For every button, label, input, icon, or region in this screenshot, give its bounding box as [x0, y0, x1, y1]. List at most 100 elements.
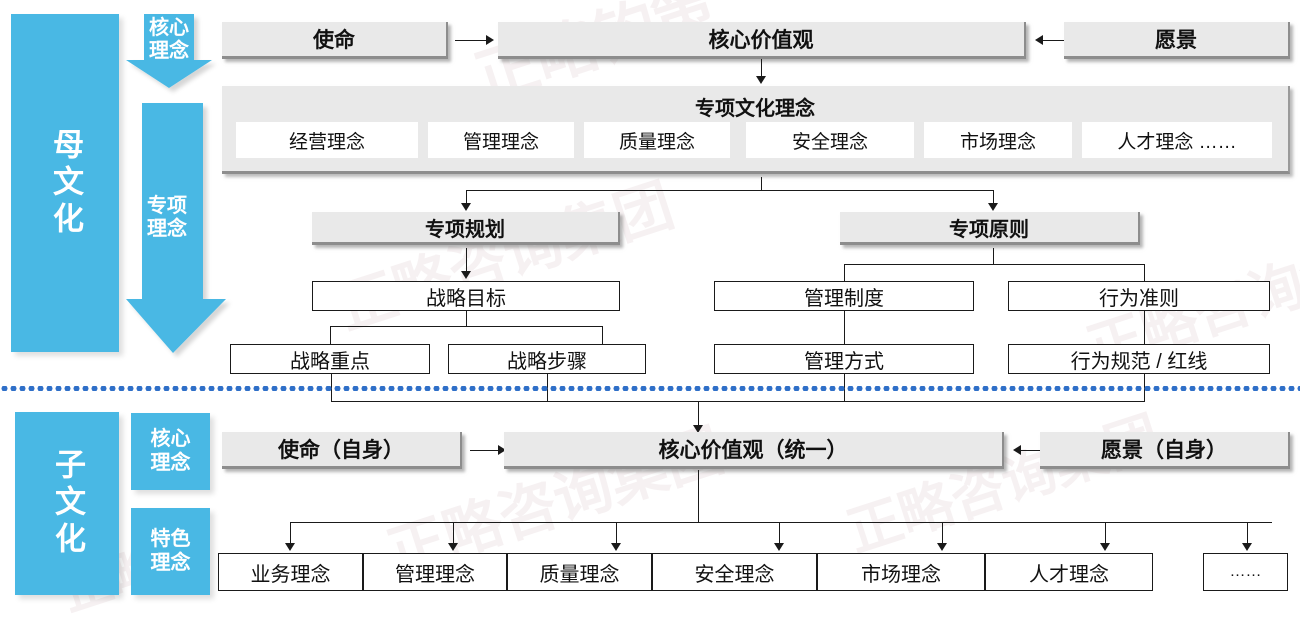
parent-to-sub-arrowhead	[693, 425, 703, 433]
sub-core-concept-band-label: 核心 理念	[150, 428, 191, 474]
goal-split-stem	[466, 311, 467, 327]
special-culture-chip[interactable]: 人才理念 ……	[1082, 122, 1272, 158]
management-method-label: 管理方式	[804, 350, 884, 373]
sub-concept-cell[interactable]: ……	[1203, 553, 1288, 591]
sub-vision-to-core-connector	[1020, 450, 1050, 451]
sub-fanout-drop	[616, 522, 617, 544]
parent-mission-label: 使命	[313, 29, 355, 52]
parent-core-concept-arrow: 核心 理念	[126, 14, 212, 88]
panel-split-bar	[466, 190, 994, 191]
special-culture-chip[interactable]: 管理理念	[428, 122, 574, 158]
sub-concept-cell[interactable]: 安全理念	[652, 553, 817, 591]
parent-core-values-label: 核心价值观	[708, 29, 814, 52]
core-to-special-arrowhead	[756, 76, 766, 84]
sub-fanout-arrowhead	[611, 543, 621, 551]
watermark: 正略咨询集团	[840, 406, 1168, 564]
sub-concept-cell[interactable]: 管理理念	[363, 553, 507, 591]
sub-fanout-arrowhead	[1100, 543, 1110, 551]
management-system-box[interactable]: 管理制度	[714, 281, 974, 311]
code-of-conduct-box[interactable]: 行为准则	[1008, 281, 1270, 311]
sub-culture-side-label-text: 子文化	[49, 448, 85, 559]
sub-vision-box[interactable]: 愿景（自身）	[1040, 432, 1290, 469]
sub-mission-label: 使命（自身）	[278, 439, 404, 462]
sub-mission-to-core-connector	[470, 450, 500, 451]
special-culture-chip[interactable]: 市场理念	[924, 122, 1072, 158]
sub-concept-label: 市场理念	[861, 563, 941, 586]
parent-to-sub-stem	[698, 401, 699, 427]
sub-fanout-drop	[1105, 522, 1106, 544]
sub-fanout-drop	[453, 522, 454, 544]
strategic-goal-label: 战略目标	[426, 287, 506, 310]
special-planning-label: 专项规划	[425, 218, 505, 241]
special-culture-chip-label: 管理理念	[462, 131, 539, 153]
sub-fanout-arrowhead	[774, 543, 784, 551]
parent-vision-box[interactable]: 愿景	[1064, 22, 1290, 59]
behavior-norm-box[interactable]: 行为规范 / 红线	[1008, 344, 1270, 374]
parent-special-concept-arrow: 专项 理念	[126, 103, 226, 353]
strategic-focus-label: 战略重点	[290, 350, 370, 373]
planning-to-goal-arrowhead	[461, 271, 471, 279]
special-culture-chip[interactable]: 安全理念	[746, 122, 914, 158]
sub-vision-to-core-arrowhead	[1013, 445, 1021, 455]
parent-special-concept-arrow-label: 专项 理念	[147, 195, 187, 240]
parent-mission-box[interactable]: 使命	[222, 22, 448, 59]
sub-feature-concept-band-label: 特色 理念	[150, 528, 191, 574]
goal-split-right-drop	[602, 326, 603, 344]
parent-vision-label: 愿景	[1155, 29, 1197, 52]
sub-fanout-bar	[290, 522, 1272, 523]
behavior-norm-label: 行为规范 / 红线	[1070, 350, 1208, 373]
sub-culture-side-label: 子文化	[15, 412, 119, 595]
system-to-method-connector	[844, 311, 845, 344]
panel-split-left-drop	[466, 190, 467, 204]
principle-arrowhead	[988, 203, 998, 211]
sub-core-values-box[interactable]: 核心价值观（统一）	[504, 432, 1004, 469]
panel-split-stem	[761, 177, 762, 191]
panel-split-right-drop	[993, 190, 994, 204]
sub-concept-label: 管理理念	[395, 563, 475, 586]
sub-mission-box[interactable]: 使命（自身）	[222, 432, 462, 469]
sub-core-concept-band: 核心 理念	[131, 413, 210, 490]
sub-core-values-label: 核心价值观（统一）	[658, 439, 848, 462]
special-culture-chip-label: 安全理念	[791, 131, 868, 153]
sub-concept-label: 质量理念	[539, 563, 620, 586]
special-culture-chip[interactable]: 质量理念	[584, 122, 730, 158]
mission-to-core-arrowhead	[486, 35, 494, 45]
sub-fanout-arrowhead	[448, 543, 458, 551]
core-to-special-connector	[761, 59, 762, 78]
sub-concept-label: ……	[1229, 563, 1262, 580]
sub-feature-concept-band: 特色 理念	[131, 508, 210, 595]
sub-fanout-stem	[698, 470, 699, 523]
sub-concept-label: 人才理念	[1029, 563, 1109, 586]
special-culture-chip-label: 市场理念	[959, 131, 1036, 153]
parent-core-values-box[interactable]: 核心价值观	[498, 22, 1026, 59]
parent-core-concept-arrow-label: 核心 理念	[149, 17, 189, 62]
sub-fanout-drop	[290, 522, 291, 544]
sub-fanout-drop	[779, 522, 780, 544]
sub-concept-cell[interactable]: 质量理念	[507, 553, 652, 591]
strategic-steps-box[interactable]: 战略步骤	[448, 344, 646, 374]
principle-split-right-drop	[1144, 264, 1145, 281]
special-principle-box[interactable]: 专项原则	[840, 212, 1140, 245]
sub-concept-cell[interactable]: 业务理念	[218, 553, 363, 591]
strategic-goal-box[interactable]: 战略目标	[312, 281, 620, 311]
vision-to-core-connector	[1043, 40, 1076, 41]
special-planning-box[interactable]: 专项规划	[312, 212, 620, 245]
code-of-conduct-label: 行为准则	[1099, 287, 1179, 310]
special-culture-chip[interactable]: 经营理念	[236, 122, 418, 158]
goal-split-bar	[330, 326, 602, 327]
sub-concept-cell[interactable]: 人才理念	[985, 553, 1153, 591]
sub-fanout-arrowhead	[1242, 543, 1252, 551]
principle-split-bar	[844, 264, 1144, 265]
sub-fanout-arrowhead	[937, 543, 947, 551]
special-principle-label: 专项原则	[949, 218, 1029, 241]
planning-arrowhead	[461, 203, 471, 211]
conduct-to-norm-connector	[1144, 311, 1145, 344]
strategic-focus-box[interactable]: 战略重点	[230, 344, 430, 374]
sub-concept-cell[interactable]: 市场理念	[817, 553, 985, 591]
section-divider	[0, 386, 1300, 391]
principle-split-left-drop	[844, 264, 845, 281]
management-system-label: 管理制度	[804, 287, 884, 310]
sub-vision-label: 愿景（自身）	[1101, 439, 1227, 462]
management-method-box[interactable]: 管理方式	[714, 344, 974, 374]
